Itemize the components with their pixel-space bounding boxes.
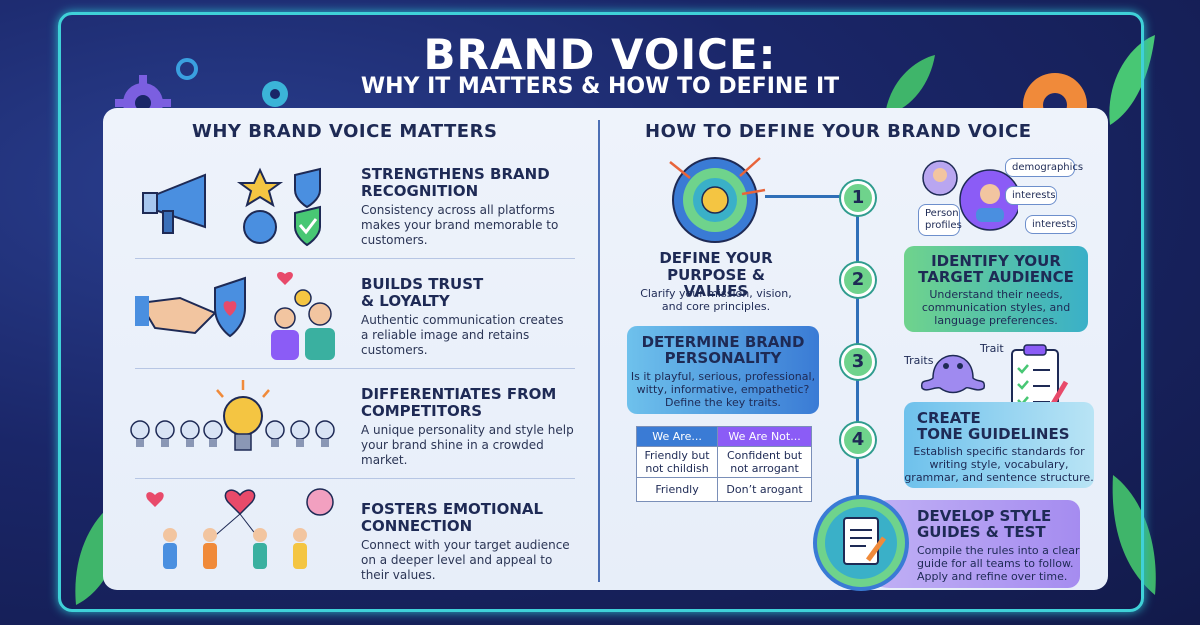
table-header: We Are Not... xyxy=(717,426,812,447)
step-2-number: 2 xyxy=(841,263,875,297)
table-cell: Friendly xyxy=(635,477,719,502)
step-5-title-1: DEVELOP STYLE xyxy=(917,507,1052,525)
step-1-title-1: DEFINE YOUR xyxy=(659,249,773,267)
step-2-text-1: Understand their needs, xyxy=(929,288,1063,301)
step-2-title-2: TARGET AUDIENCE xyxy=(918,268,1074,286)
step-1-text-1: Clarify your mission, vision, xyxy=(640,287,792,300)
step-5-title-2: GUIDES & TEST xyxy=(917,523,1046,541)
page-subtitle: WHY IT MATTERS & HOW TO DEFINE IT xyxy=(360,74,840,99)
item-4-text-1: Connect with your target audience xyxy=(361,538,570,552)
step-4-card xyxy=(904,402,1094,488)
handshake-icon xyxy=(135,271,335,360)
step-4-text-2: writing style, vocabulary, xyxy=(929,458,1069,471)
item-1-text-3: customers. xyxy=(361,233,428,247)
item-3-title-1: DIFFERENTIATES FROM xyxy=(361,385,557,403)
item-3-text-2: your brand shine in a crowded xyxy=(361,438,544,452)
trait-label: Trait xyxy=(980,342,1004,355)
table-cell: Don’t arogant xyxy=(717,477,812,502)
item-4-text-3: their values. xyxy=(361,568,436,582)
item-2-text-3: customers. xyxy=(361,343,428,357)
leaf-icon xyxy=(1112,475,1156,595)
interests-bubble: interests xyxy=(1005,186,1057,205)
item-1-text-2: makes your brand memorable to xyxy=(361,218,559,232)
mascot-icon xyxy=(920,354,986,394)
audience-icon xyxy=(922,160,1018,231)
demographics-bubble: demographics xyxy=(1005,158,1083,177)
right-heading: HOW TO DEFINE YOUR BRAND VOICE xyxy=(645,121,1032,142)
step-1-number: 1 xyxy=(841,181,875,215)
target-icon xyxy=(669,157,766,243)
step-5-text-3: Apply and refine over time. xyxy=(917,570,1068,583)
profiles-label: profiles xyxy=(925,220,962,231)
item-4-title-2: CONNECTION xyxy=(361,517,473,535)
item-3-title-2: COMPETITORS xyxy=(361,402,483,420)
step-3-title-2: PERSONALITY xyxy=(664,349,782,367)
item-1-text-1: Consistency across all platforms xyxy=(361,203,555,217)
document-icon xyxy=(813,495,909,591)
leaf-icon xyxy=(885,55,935,115)
item-3-text-3: market. xyxy=(361,453,408,467)
megaphone-icon xyxy=(142,167,321,247)
table-row: Friendly Don’t arogant xyxy=(635,477,812,502)
item-4-text-2: on a deeper level and appeal to xyxy=(361,553,553,567)
step-4-number: 4 xyxy=(841,423,875,457)
outer-frame xyxy=(58,12,1144,612)
table-header: We Are... xyxy=(635,426,719,447)
step-4-title-1: CREATE xyxy=(917,409,981,427)
step-1-text-2: and core principles. xyxy=(661,300,771,313)
item-1-title-2: RECOGNITION xyxy=(361,182,479,200)
step-5-text-1: Compile the rules into a clear xyxy=(917,544,1080,557)
step-5-text-2: guide for all teams to follow. xyxy=(917,557,1074,570)
step-3-number: 3 xyxy=(841,345,875,379)
step-2-text-2: communication styles, and xyxy=(921,301,1071,314)
step-3-text-1: Is it playful, serious, professional, xyxy=(630,370,816,383)
step-4-text-3: grammar, and sentence structure. xyxy=(904,471,1094,484)
divider-line xyxy=(135,368,575,369)
step-4-title-2: TONE GUIDELINES xyxy=(917,425,1070,443)
lightbulb-icon xyxy=(130,380,335,451)
step-2-card xyxy=(904,246,1088,332)
people-hearts-icon xyxy=(146,488,334,569)
item-1-title-1: STRENGTHENS BRAND xyxy=(361,165,550,183)
step-4-text-1: Establish specific standards for xyxy=(913,445,1085,458)
item-2-title-1: BUILDS TRUST xyxy=(361,275,484,293)
step-3-card xyxy=(627,326,819,414)
gear-icon xyxy=(262,81,288,107)
step-3-text-2: witty, informative, empathetic? xyxy=(636,383,810,396)
column-divider xyxy=(598,120,600,582)
gear-icon xyxy=(176,58,198,80)
left-heading: WHY BRAND VOICE MATTERS xyxy=(192,121,498,142)
page-title: BRAND VOICE: xyxy=(423,30,777,79)
item-2-text-1: Authentic communication creates xyxy=(361,313,564,327)
item-2-text-2: a reliable image and retains xyxy=(361,328,530,342)
item-2-title-2: & LOYALTY xyxy=(361,292,450,310)
interests-bubble: interests xyxy=(1025,215,1077,234)
step-2-text-3: language preferences. xyxy=(934,314,1058,327)
connector-line xyxy=(765,195,857,198)
divider-line xyxy=(135,478,575,479)
person-label: Person xyxy=(925,208,959,219)
traits-label: Traits xyxy=(904,354,934,367)
person-profiles-bubble: Person profiles xyxy=(918,204,962,236)
step-3-text-3: Define the key traits. xyxy=(665,396,781,409)
step-2-title-1: IDENTIFY YOUR xyxy=(931,252,1061,270)
step-3-title-1: DETERMINE BRAND xyxy=(641,333,805,351)
step-1-title-2: PURPOSE & VALUES xyxy=(667,266,765,300)
item-3-text-1: A unique personality and style help xyxy=(361,423,574,437)
divider-line xyxy=(135,258,575,259)
item-4-title-1: FOSTERS EMOTIONAL xyxy=(361,500,544,518)
